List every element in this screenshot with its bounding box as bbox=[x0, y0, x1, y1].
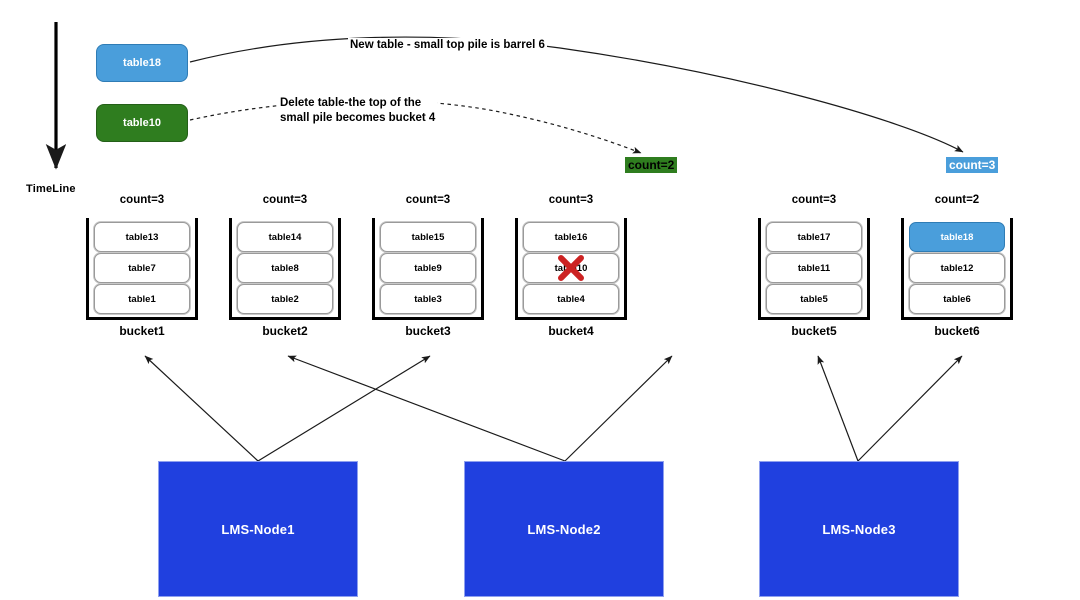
slot-label: table5 bbox=[800, 293, 828, 305]
bucket-name-label: bucket4 bbox=[548, 324, 594, 338]
slot-label: table13 bbox=[125, 231, 159, 243]
annotation-delete-table: Delete table-the top of the small pile b… bbox=[278, 96, 438, 126]
bucket-slot[interactable]: table17 bbox=[766, 222, 862, 252]
lms-node-3[interactable]: LMS-Node3 bbox=[759, 461, 959, 597]
bucket-slot[interactable]: table14 bbox=[237, 222, 333, 252]
bucket-body: table16 table10 table4 bbox=[515, 218, 627, 320]
slot-label: table12 bbox=[940, 262, 974, 274]
bucket-6[interactable]: count=2 table18 table12 table6 bucket6 bbox=[901, 194, 1013, 338]
bucket-body: table17 table11 table5 bbox=[758, 218, 870, 320]
bucket-slot[interactable]: table7 bbox=[94, 253, 190, 283]
bucket-slot[interactable]: table4 bbox=[523, 284, 619, 314]
bucket-body: table15 table9 table3 bbox=[372, 218, 484, 320]
bucket-slot[interactable]: table16 bbox=[523, 222, 619, 252]
bucket-count-label: count=3 bbox=[791, 194, 837, 206]
slot-label: table3 bbox=[414, 293, 442, 305]
bucket-slot[interactable]: table8 bbox=[237, 253, 333, 283]
bucket-slot[interactable]: table1 bbox=[94, 284, 190, 314]
bucket-4-new-count-badge: count=2 bbox=[625, 157, 678, 173]
bucket-count-label: count=2 bbox=[934, 194, 980, 206]
bucket-count-label: count=3 bbox=[548, 194, 594, 206]
slot-label: table10 bbox=[554, 262, 588, 274]
bucket-body: table13 table7 table1 bbox=[86, 218, 198, 320]
slot-label: table4 bbox=[557, 293, 585, 305]
node-bucket-arrows bbox=[144, 355, 963, 462]
new-table-curve bbox=[189, 36, 964, 153]
slot-label: table14 bbox=[268, 231, 302, 243]
floating-table-chip-label: table18 bbox=[123, 57, 161, 69]
bucket-6-new-count-badge: count=3 bbox=[946, 157, 999, 173]
bucket-slot[interactable]: table11 bbox=[766, 253, 862, 283]
lms-node-label: LMS-Node3 bbox=[822, 521, 896, 537]
bucket-slot-deleted[interactable]: table10 bbox=[523, 253, 619, 283]
bucket-slot[interactable]: table5 bbox=[766, 284, 862, 314]
slot-label: table18 bbox=[940, 231, 974, 243]
floating-table-chip-table18[interactable]: table18 bbox=[96, 44, 188, 82]
bucket-2[interactable]: count=3 table14 table8 table2 bucket2 bbox=[229, 194, 341, 338]
slot-label: table7 bbox=[128, 262, 156, 274]
annotation-new-table: New table - small top pile is barrel 6 bbox=[348, 38, 547, 53]
slot-label: table11 bbox=[797, 262, 831, 274]
bucket-slot[interactable]: table9 bbox=[380, 253, 476, 283]
bucket-name-label: bucket1 bbox=[119, 324, 165, 338]
bucket-name-label: bucket5 bbox=[791, 324, 837, 338]
bucket-slot-new[interactable]: table18 bbox=[909, 222, 1005, 252]
lms-node-label: LMS-Node2 bbox=[527, 521, 601, 537]
bucket-body: table14 table8 table2 bbox=[229, 218, 341, 320]
bucket-slot[interactable]: table6 bbox=[909, 284, 1005, 314]
bucket-slot[interactable]: table2 bbox=[237, 284, 333, 314]
slot-label: table16 bbox=[554, 231, 588, 243]
slot-label: table1 bbox=[128, 293, 156, 305]
bucket-count-label: count=3 bbox=[405, 194, 451, 206]
slot-label: table15 bbox=[411, 231, 445, 243]
floating-table-chip-label: table10 bbox=[123, 117, 161, 129]
bucket-slot[interactable]: table15 bbox=[380, 222, 476, 252]
bucket-4[interactable]: count=3 table16 table10 table4 bucket4 bbox=[515, 194, 627, 338]
bucket-name-label: bucket6 bbox=[934, 324, 980, 338]
slot-label: table17 bbox=[797, 231, 831, 243]
lms-node-1[interactable]: LMS-Node1 bbox=[158, 461, 358, 597]
slot-label: table6 bbox=[943, 293, 971, 305]
bucket-count-label: count=3 bbox=[262, 194, 308, 206]
bucket-3[interactable]: count=3 table15 table9 table3 bucket3 bbox=[372, 194, 484, 338]
bucket-body: table18 table12 table6 bbox=[901, 218, 1013, 320]
lms-node-2[interactable]: LMS-Node2 bbox=[464, 461, 664, 597]
bucket-5[interactable]: count=3 table17 table11 table5 bucket5 bbox=[758, 194, 870, 338]
bucket-count-label: count=3 bbox=[119, 194, 165, 206]
bucket-1[interactable]: count=3 table13 table7 table1 bucket1 bbox=[86, 194, 198, 338]
bucket-slot[interactable]: table12 bbox=[909, 253, 1005, 283]
bucket-slot[interactable]: table13 bbox=[94, 222, 190, 252]
bucket-name-label: bucket3 bbox=[405, 324, 451, 338]
bucket-name-label: bucket2 bbox=[262, 324, 308, 338]
slot-label: table9 bbox=[414, 262, 442, 274]
floating-table-chip-table10[interactable]: table10 bbox=[96, 104, 188, 142]
slot-label: table8 bbox=[271, 262, 299, 274]
lms-node-label: LMS-Node1 bbox=[221, 521, 295, 537]
slot-label: table2 bbox=[271, 293, 299, 305]
timeline-label: TimeLine bbox=[26, 183, 76, 195]
bucket-slot[interactable]: table3 bbox=[380, 284, 476, 314]
